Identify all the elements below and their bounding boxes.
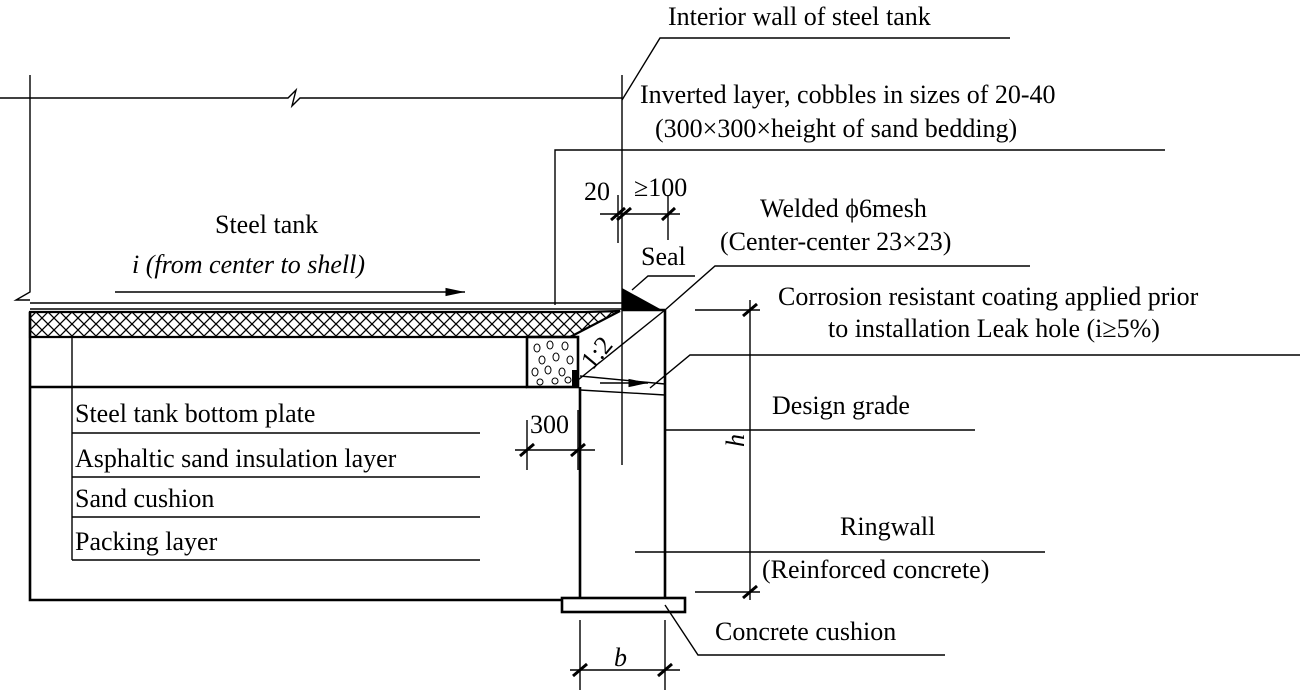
interior-wall-leader [621,37,1010,101]
b-label: b [614,643,627,672]
layer-label-packing: Packing layer [75,527,218,556]
concrete-cushion-label: Concrete cushion [715,617,896,646]
dimension-b [570,620,680,690]
corrosion-label-2: to installation Leak hole (i≥5%) [828,314,1160,343]
cobble-inverted-layer [525,335,580,389]
layer-label-asphalt: Asphaltic sand insulation layer [75,444,397,473]
steel-tank-bottom-plate [30,302,622,310]
h-label: h [721,434,750,447]
dim-100-label: ≥100 [634,173,687,202]
steel-tank-label: Steel tank [215,210,318,239]
corrosion-label-1: Corrosion resistant coating applied prio… [778,282,1199,311]
ringwall-material-label: (Reinforced concrete) [762,555,989,584]
inverted-layer-label-1: Inverted layer, cobbles in sizes of 20-4… [640,80,1056,109]
dim-20-label: 20 [584,177,610,206]
dimension-20-100 [600,195,680,243]
radius-dimension-line [0,75,622,301]
welded-mesh-label-1: Welded ϕ6mesh [760,194,927,223]
ringwall-label: Ringwall [840,512,935,541]
layer-label-sand-cushion: Sand cushion [75,484,214,513]
welded-mesh-leader [664,265,1030,311]
dimension-h [695,300,760,600]
leak-hole-leader [649,354,1300,389]
seal-weld [622,288,662,310]
inverted-layer-label-2: (300×300×height of sand bedding) [655,114,1017,143]
interior-wall-label: Interior wall of steel tank [668,2,931,31]
slope-label: i (from center to shell) [132,250,365,279]
inverted-layer-leader [554,149,1165,305]
dim-300-label: 300 [530,410,569,439]
layer-label-bottom-plate: Steel tank bottom plate [75,399,315,428]
asphaltic-sand-layer [28,309,621,339]
seal-leader [631,275,695,291]
welded-mesh-label-2: (Center-center 23×23) [720,227,951,256]
seal-label: Seal [641,242,686,271]
layer-underlines [72,432,480,561]
dimension-300 [515,410,595,470]
foundation-outline [28,312,580,602]
design-grade-label: Design grade [772,391,910,420]
concrete-cushion [560,596,687,614]
ratio-label: 1:2 [575,331,619,375]
concrete-cushion-leader [664,604,945,656]
